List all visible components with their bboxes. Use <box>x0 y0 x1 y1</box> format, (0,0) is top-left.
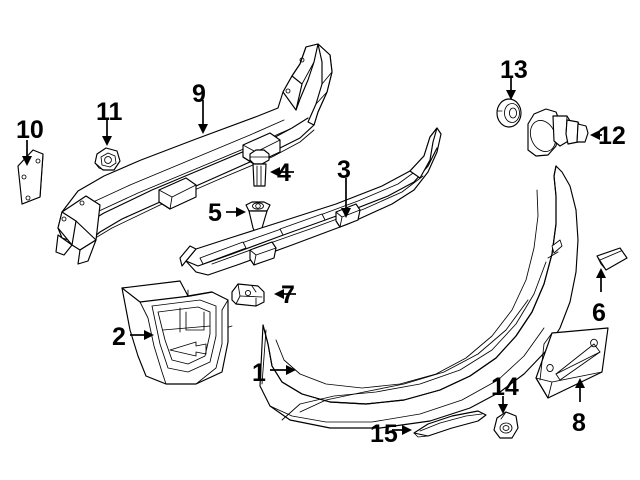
callout-label-11[interactable]: 11 <box>96 98 123 126</box>
part-5-push-pin-retainer-clip[interactable] <box>245 201 271 243</box>
callout-label-14[interactable]: 14 <box>491 373 519 401</box>
part-9-bumper-reinforcement-beam[interactable] <box>55 43 333 265</box>
part-7-u-nut-clip[interactable] <box>231 283 265 307</box>
callout-label-5[interactable]: 5 <box>208 199 222 227</box>
callout-label-2[interactable]: 2 <box>112 323 126 351</box>
part-1-rear-bumper-cover[interactable] <box>195 165 579 429</box>
callout-label-7[interactable]: 7 <box>281 281 295 309</box>
part-15-rear-reflector-strip[interactable] <box>413 410 487 438</box>
callout-label-10[interactable]: 10 <box>16 116 44 144</box>
callout-label-13[interactable]: 13 <box>500 56 528 84</box>
callout-label-6[interactable]: 6 <box>592 299 606 327</box>
callout-label-3[interactable]: 3 <box>337 156 351 184</box>
callout-label-12[interactable]: 12 <box>598 122 626 150</box>
leader-lines <box>22 78 606 435</box>
part-3-energy-absorber[interactable] <box>179 127 442 276</box>
part-6-side-reflector-insert[interactable] <box>596 247 628 271</box>
callout-label-9[interactable]: 9 <box>192 80 206 108</box>
callout-label-8[interactable]: 8 <box>572 409 586 437</box>
part-11-hex-nut-bushing[interactable] <box>94 147 121 171</box>
callout-label-15[interactable]: 15 <box>370 420 398 448</box>
part-8-bumper-side-mounting-bracket[interactable] <box>535 327 609 399</box>
part-12-park-assist-sensor[interactable] <box>526 108 589 157</box>
part-14-reflector-retainer-clip[interactable] <box>493 411 519 439</box>
part-2-lower-valance-diffuser-panel[interactable] <box>121 280 229 385</box>
callout-label-1[interactable]: 1 <box>252 359 266 387</box>
part-4-hex-flange-bolt[interactable] <box>249 149 270 187</box>
part-13-sensor-grommet-ring[interactable] <box>496 98 522 128</box>
callout-label-4[interactable]: 4 <box>277 159 291 187</box>
